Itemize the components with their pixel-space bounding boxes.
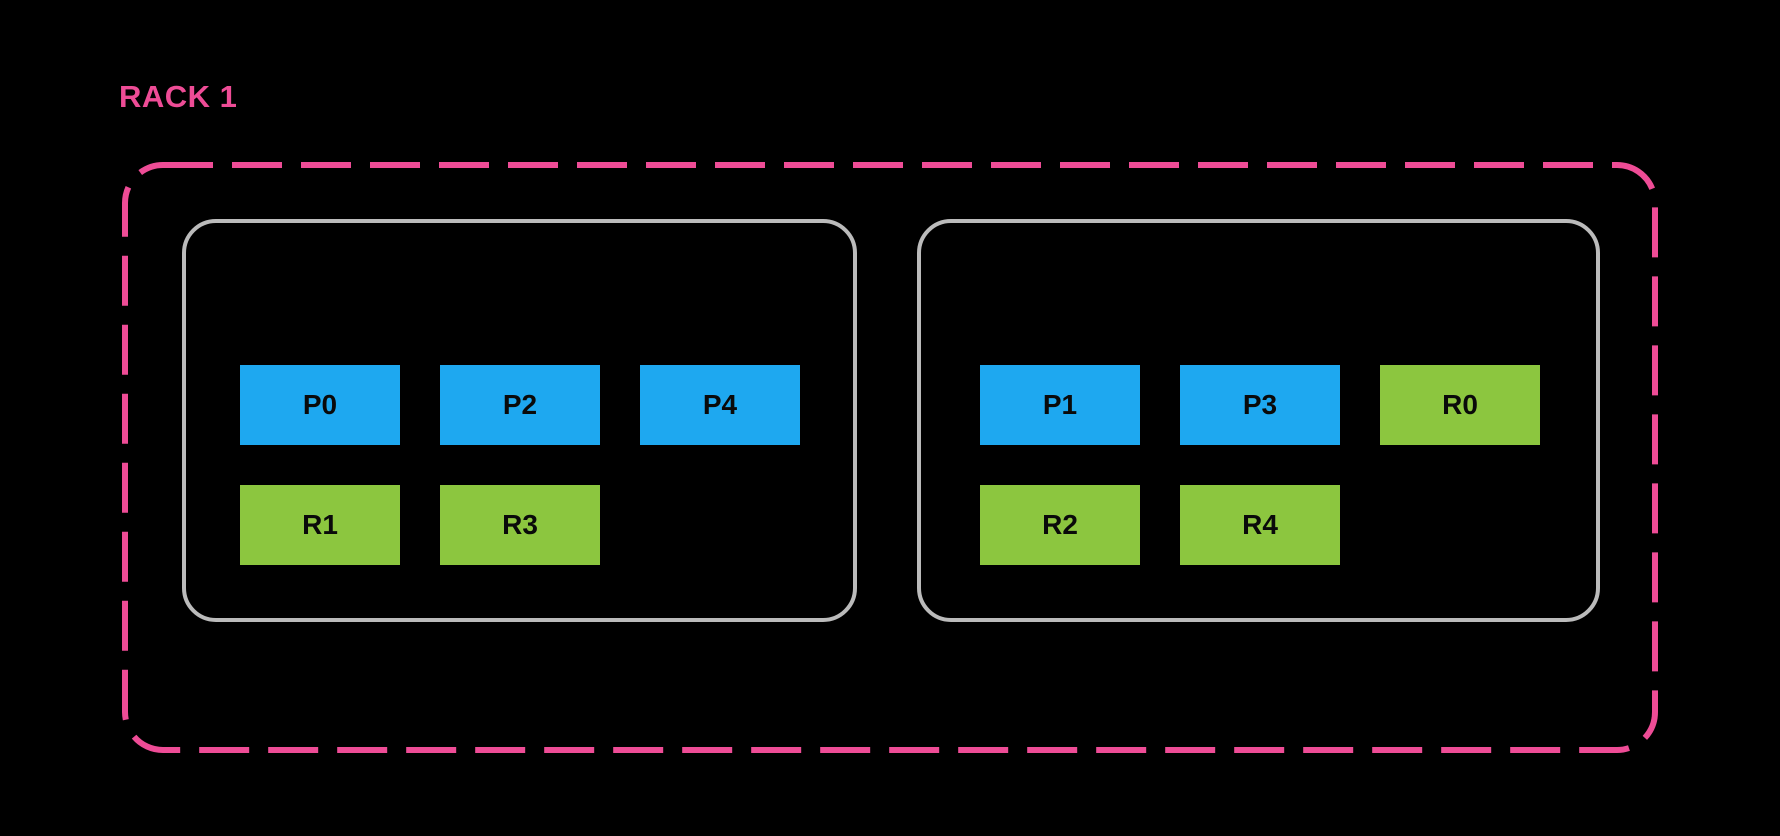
rack-dashed-border bbox=[122, 162, 1658, 753]
slot-P0: P0 bbox=[240, 365, 400, 445]
slot-P3: P3 bbox=[1180, 365, 1340, 445]
rack-dashed-border-rect bbox=[122, 162, 1658, 753]
slot-R1: R1 bbox=[240, 485, 400, 565]
rack-title: RACK 1 bbox=[119, 79, 238, 114]
slot-R3: R3 bbox=[440, 485, 600, 565]
slot-row: P1 P3 R0 bbox=[980, 365, 1596, 445]
slot-R4: R4 bbox=[1180, 485, 1340, 565]
slot-row: R2 R4 bbox=[980, 485, 1596, 565]
slot-P2: P2 bbox=[440, 365, 600, 445]
slot-row: P0 P2 P4 bbox=[240, 365, 853, 445]
slot-R2: R2 bbox=[980, 485, 1140, 565]
slot-P1: P1 bbox=[980, 365, 1140, 445]
slot-row: R1 R3 bbox=[240, 485, 853, 565]
slot-R0: R0 bbox=[1380, 365, 1540, 445]
slot-P4: P4 bbox=[640, 365, 800, 445]
